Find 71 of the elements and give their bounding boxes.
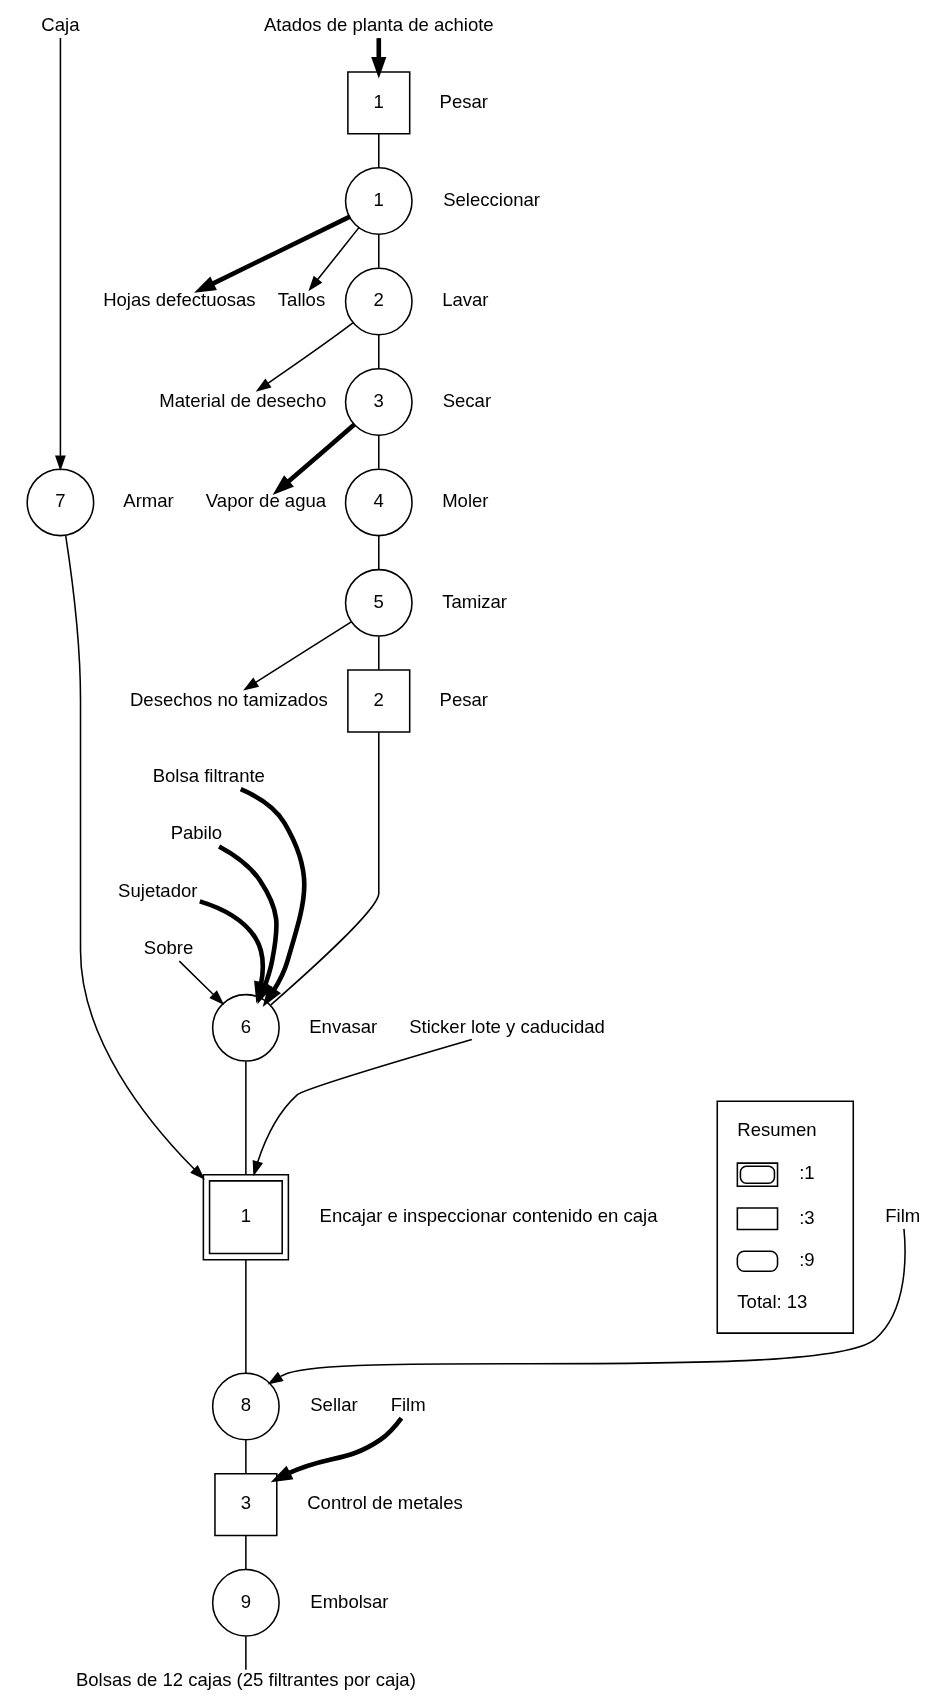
arrow — [193, 214, 350, 293]
node-label: Seleccionar — [442, 188, 540, 210]
node-circle: 6 — [211, 993, 280, 1062]
arrow — [267, 1228, 906, 1385]
connector — [244, 1635, 247, 1671]
node-label: Secar — [442, 389, 491, 411]
node-circle: 9 — [211, 1568, 280, 1637]
arrow — [242, 621, 352, 691]
node-text: Hojas defectuosas — [102, 289, 256, 311]
node-text: Sobre — [143, 936, 193, 958]
node-label: Moler — [441, 490, 489, 512]
node-circle: 4 — [344, 468, 413, 537]
arrow — [272, 422, 356, 496]
node-text: Bolsas de 12 cajas (25 filtrantes por caja) — [75, 1669, 416, 1691]
node-label: Sellar — [309, 1394, 358, 1416]
node-box: 1 — [202, 1173, 289, 1261]
node-text: Sujetador — [117, 879, 197, 901]
connector — [377, 133, 380, 169]
arrow — [198, 899, 269, 1004]
label: Resumen — [736, 1119, 817, 1141]
node-text: Tallos — [277, 289, 325, 311]
arrow — [54, 37, 66, 471]
legend-label: :9 — [798, 1249, 815, 1271]
node-circle: 1 — [344, 167, 413, 235]
legend-label: :1 — [798, 1162, 815, 1184]
node-label: Envasar — [308, 1015, 377, 1037]
node-text: Vapor de agua — [205, 490, 326, 512]
connector — [377, 233, 380, 269]
node-text: Caja — [40, 14, 79, 36]
arrow — [64, 534, 205, 1180]
arrow — [307, 226, 360, 292]
arrow — [178, 960, 224, 1006]
node-text: Bolsa filtrante — [152, 765, 265, 787]
legend-label: :3 — [798, 1206, 815, 1228]
node-circle: 7 — [25, 468, 94, 537]
connector — [377, 635, 380, 671]
node-text: Film — [884, 1204, 920, 1226]
node-label: Lavar — [441, 289, 489, 311]
arrow — [255, 322, 354, 392]
label: Total: 13 — [736, 1290, 807, 1312]
arrow — [252, 1038, 473, 1177]
node-text: Sticker lote y caducidad — [408, 1015, 605, 1037]
node-text: Pabilo — [170, 822, 222, 844]
node-box: 2 — [346, 669, 410, 733]
arrow — [270, 1416, 403, 1483]
connector — [244, 1259, 247, 1374]
connector — [377, 334, 380, 369]
node-text: Film — [390, 1394, 426, 1416]
node-label: Armar — [122, 490, 174, 512]
node-circle: 3 — [344, 367, 413, 436]
node-circle: 5 — [344, 568, 413, 637]
connector — [377, 434, 380, 470]
connector — [244, 1439, 247, 1475]
arrow — [370, 38, 386, 79]
node-text: Desechos no tamizados — [129, 688, 328, 710]
node-label: Pesar — [439, 688, 488, 710]
node-label: Embolsar — [309, 1590, 389, 1612]
node-circle: 2 — [344, 267, 413, 336]
node-circle: 8 — [211, 1372, 280, 1441]
node-label: Encajar e inspeccionar contenido en caja — [319, 1204, 657, 1226]
node-box: 3 — [213, 1473, 278, 1537]
node-label: Pesar — [439, 90, 488, 112]
node-label: Control de metales — [306, 1492, 463, 1514]
node-text: Material de desecho — [158, 389, 326, 411]
node-label: Tamizar — [441, 590, 507, 612]
connector — [244, 1060, 247, 1176]
node-box: 1 — [346, 71, 410, 135]
node-text: Atados de planta de achiote — [263, 14, 494, 36]
connector — [244, 1535, 247, 1571]
connector — [269, 731, 380, 1006]
connector — [377, 535, 380, 570]
